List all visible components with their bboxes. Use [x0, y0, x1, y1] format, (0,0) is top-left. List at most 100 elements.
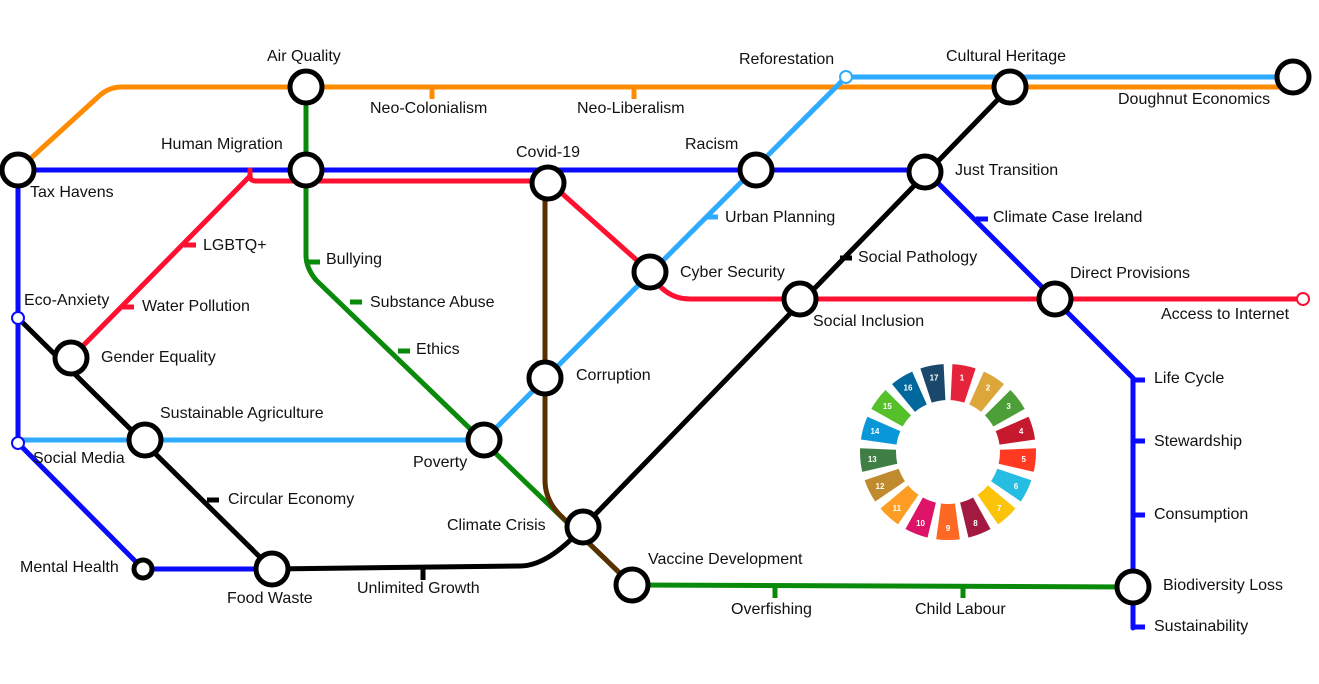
station-racism[interactable]: [737, 151, 775, 189]
sdg-segment: [995, 416, 1036, 445]
ticks: [122, 87, 1145, 630]
label: Reforestation: [739, 51, 834, 68]
sdg-segment: [969, 371, 1004, 412]
sdg-goal-number: 2: [986, 383, 991, 392]
sdg-segment: [984, 390, 1025, 427]
label: Social Pathology: [858, 249, 977, 266]
label: Sustainability: [1154, 618, 1248, 635]
label: Just Transition: [955, 162, 1058, 179]
station-just-transition[interactable]: [906, 153, 944, 191]
sdg-goal-number: 7: [997, 504, 1002, 513]
sdg-segment: [991, 468, 1032, 502]
sdg-goal-number: 10: [916, 519, 925, 528]
sdg-goal-number: 14: [870, 427, 879, 436]
label: Mental Health: [20, 559, 119, 576]
station-covid19[interactable]: [529, 164, 567, 202]
station-eco-anxiety[interactable]: [11, 311, 25, 325]
station-air-quality[interactable]: [287, 68, 325, 106]
label: Climate Crisis: [447, 517, 546, 534]
station-poverty[interactable]: [465, 421, 503, 459]
label: Cyber Security: [680, 264, 785, 281]
label: Direct Provisions: [1070, 265, 1190, 282]
label: Food Waste: [227, 590, 313, 607]
sdg-goal-number: 15: [883, 402, 892, 411]
label: Vaccine Development: [648, 551, 803, 568]
blue-line: [15, 167, 1136, 631]
label: Sustainable Agriculture: [160, 405, 324, 422]
label: Biodiversity Loss: [1163, 577, 1283, 594]
brown-line: [542, 178, 635, 588]
sdg-segment: [920, 364, 946, 403]
label: Social Media: [33, 450, 125, 467]
label: Gender Equality: [101, 349, 216, 366]
station-cultural-heritage[interactable]: [991, 68, 1029, 106]
label: Child Labour: [915, 601, 1006, 618]
station-food-waste[interactable]: [253, 550, 291, 588]
label: Circular Economy: [228, 491, 354, 508]
label: Air Quality: [267, 48, 341, 65]
sdg-goal-number: 8: [973, 519, 978, 528]
sdg-segment: [871, 390, 912, 427]
label: Substance Abuse: [370, 294, 495, 311]
station-social-media[interactable]: [11, 436, 25, 450]
station-vaccine-development[interactable]: [613, 566, 651, 604]
label: Access to Internet: [1161, 306, 1290, 323]
station-doughnut-economics[interactable]: [1274, 58, 1312, 96]
green-line: [303, 84, 1136, 590]
sdg-goal-number: 9: [946, 524, 951, 533]
label: Doughnut Economics: [1118, 91, 1270, 108]
label: Consumption: [1154, 506, 1248, 523]
sdg-segment: [864, 468, 905, 502]
sdg-goal-number: 5: [1021, 455, 1026, 464]
orange-line: [15, 84, 1293, 173]
label: Life Cycle: [1154, 370, 1224, 387]
station-corruption[interactable]: [526, 359, 564, 397]
sdg-goal-number: 13: [868, 455, 877, 464]
station-labels: Air Quality Reforestation Cultural Herit…: [20, 48, 1290, 635]
label: Social Inclusion: [813, 313, 924, 330]
station-tax-havens[interactable]: [0, 151, 37, 189]
sdg-goal-number: 4: [1019, 427, 1024, 436]
label: Covid-19: [516, 144, 580, 161]
label: Stewardship: [1154, 433, 1242, 450]
sdg-segment: [860, 416, 901, 445]
sdg-goal-number: 16: [904, 383, 913, 392]
station-biodiversity-loss[interactable]: [1114, 568, 1152, 606]
station-social-inclusion[interactable]: [781, 280, 819, 318]
sdg-segment: [977, 485, 1016, 525]
station-cyber-security[interactable]: [631, 253, 669, 291]
label: Neo-Colonialism: [370, 100, 487, 117]
station-access-to-internet[interactable]: [1296, 292, 1310, 306]
station-reforestation[interactable]: [839, 70, 853, 84]
station-direct-provisions[interactable]: [1036, 280, 1074, 318]
label: Bullying: [326, 251, 382, 268]
station-human-migration[interactable]: [287, 151, 325, 189]
label: Ethics: [416, 341, 460, 358]
sdg-segment: [905, 497, 936, 538]
sdg-segment: [860, 448, 898, 472]
station-climate-crisis[interactable]: [564, 508, 602, 546]
label: Cultural Heritage: [946, 48, 1066, 65]
sdg-goal-number: 6: [1014, 482, 1019, 491]
label: Poverty: [413, 454, 467, 471]
sdg-segment: [892, 371, 927, 412]
sdg-goal-number: 11: [893, 504, 902, 513]
label: Human Migration: [161, 136, 283, 153]
sdg-segment: [880, 485, 919, 525]
label: Racism: [685, 136, 738, 153]
label: Urban Planning: [725, 209, 835, 226]
sdg-goal-number: 1: [960, 373, 965, 382]
sdg-goal-number: 3: [1006, 402, 1011, 411]
station-mental-health[interactable]: [131, 557, 155, 581]
label: Unlimited Growth: [357, 580, 480, 597]
label: Tax Havens: [30, 184, 114, 201]
label: Corruption: [576, 367, 651, 384]
sdg-segment: [960, 497, 991, 538]
label: Eco-Anxiety: [24, 292, 109, 309]
label: Climate Case Ireland: [993, 209, 1142, 226]
station-gender-equality[interactable]: [52, 339, 90, 377]
station-sustainable-agriculture[interactable]: [126, 421, 164, 459]
sdg-goal-number: 12: [876, 482, 885, 491]
